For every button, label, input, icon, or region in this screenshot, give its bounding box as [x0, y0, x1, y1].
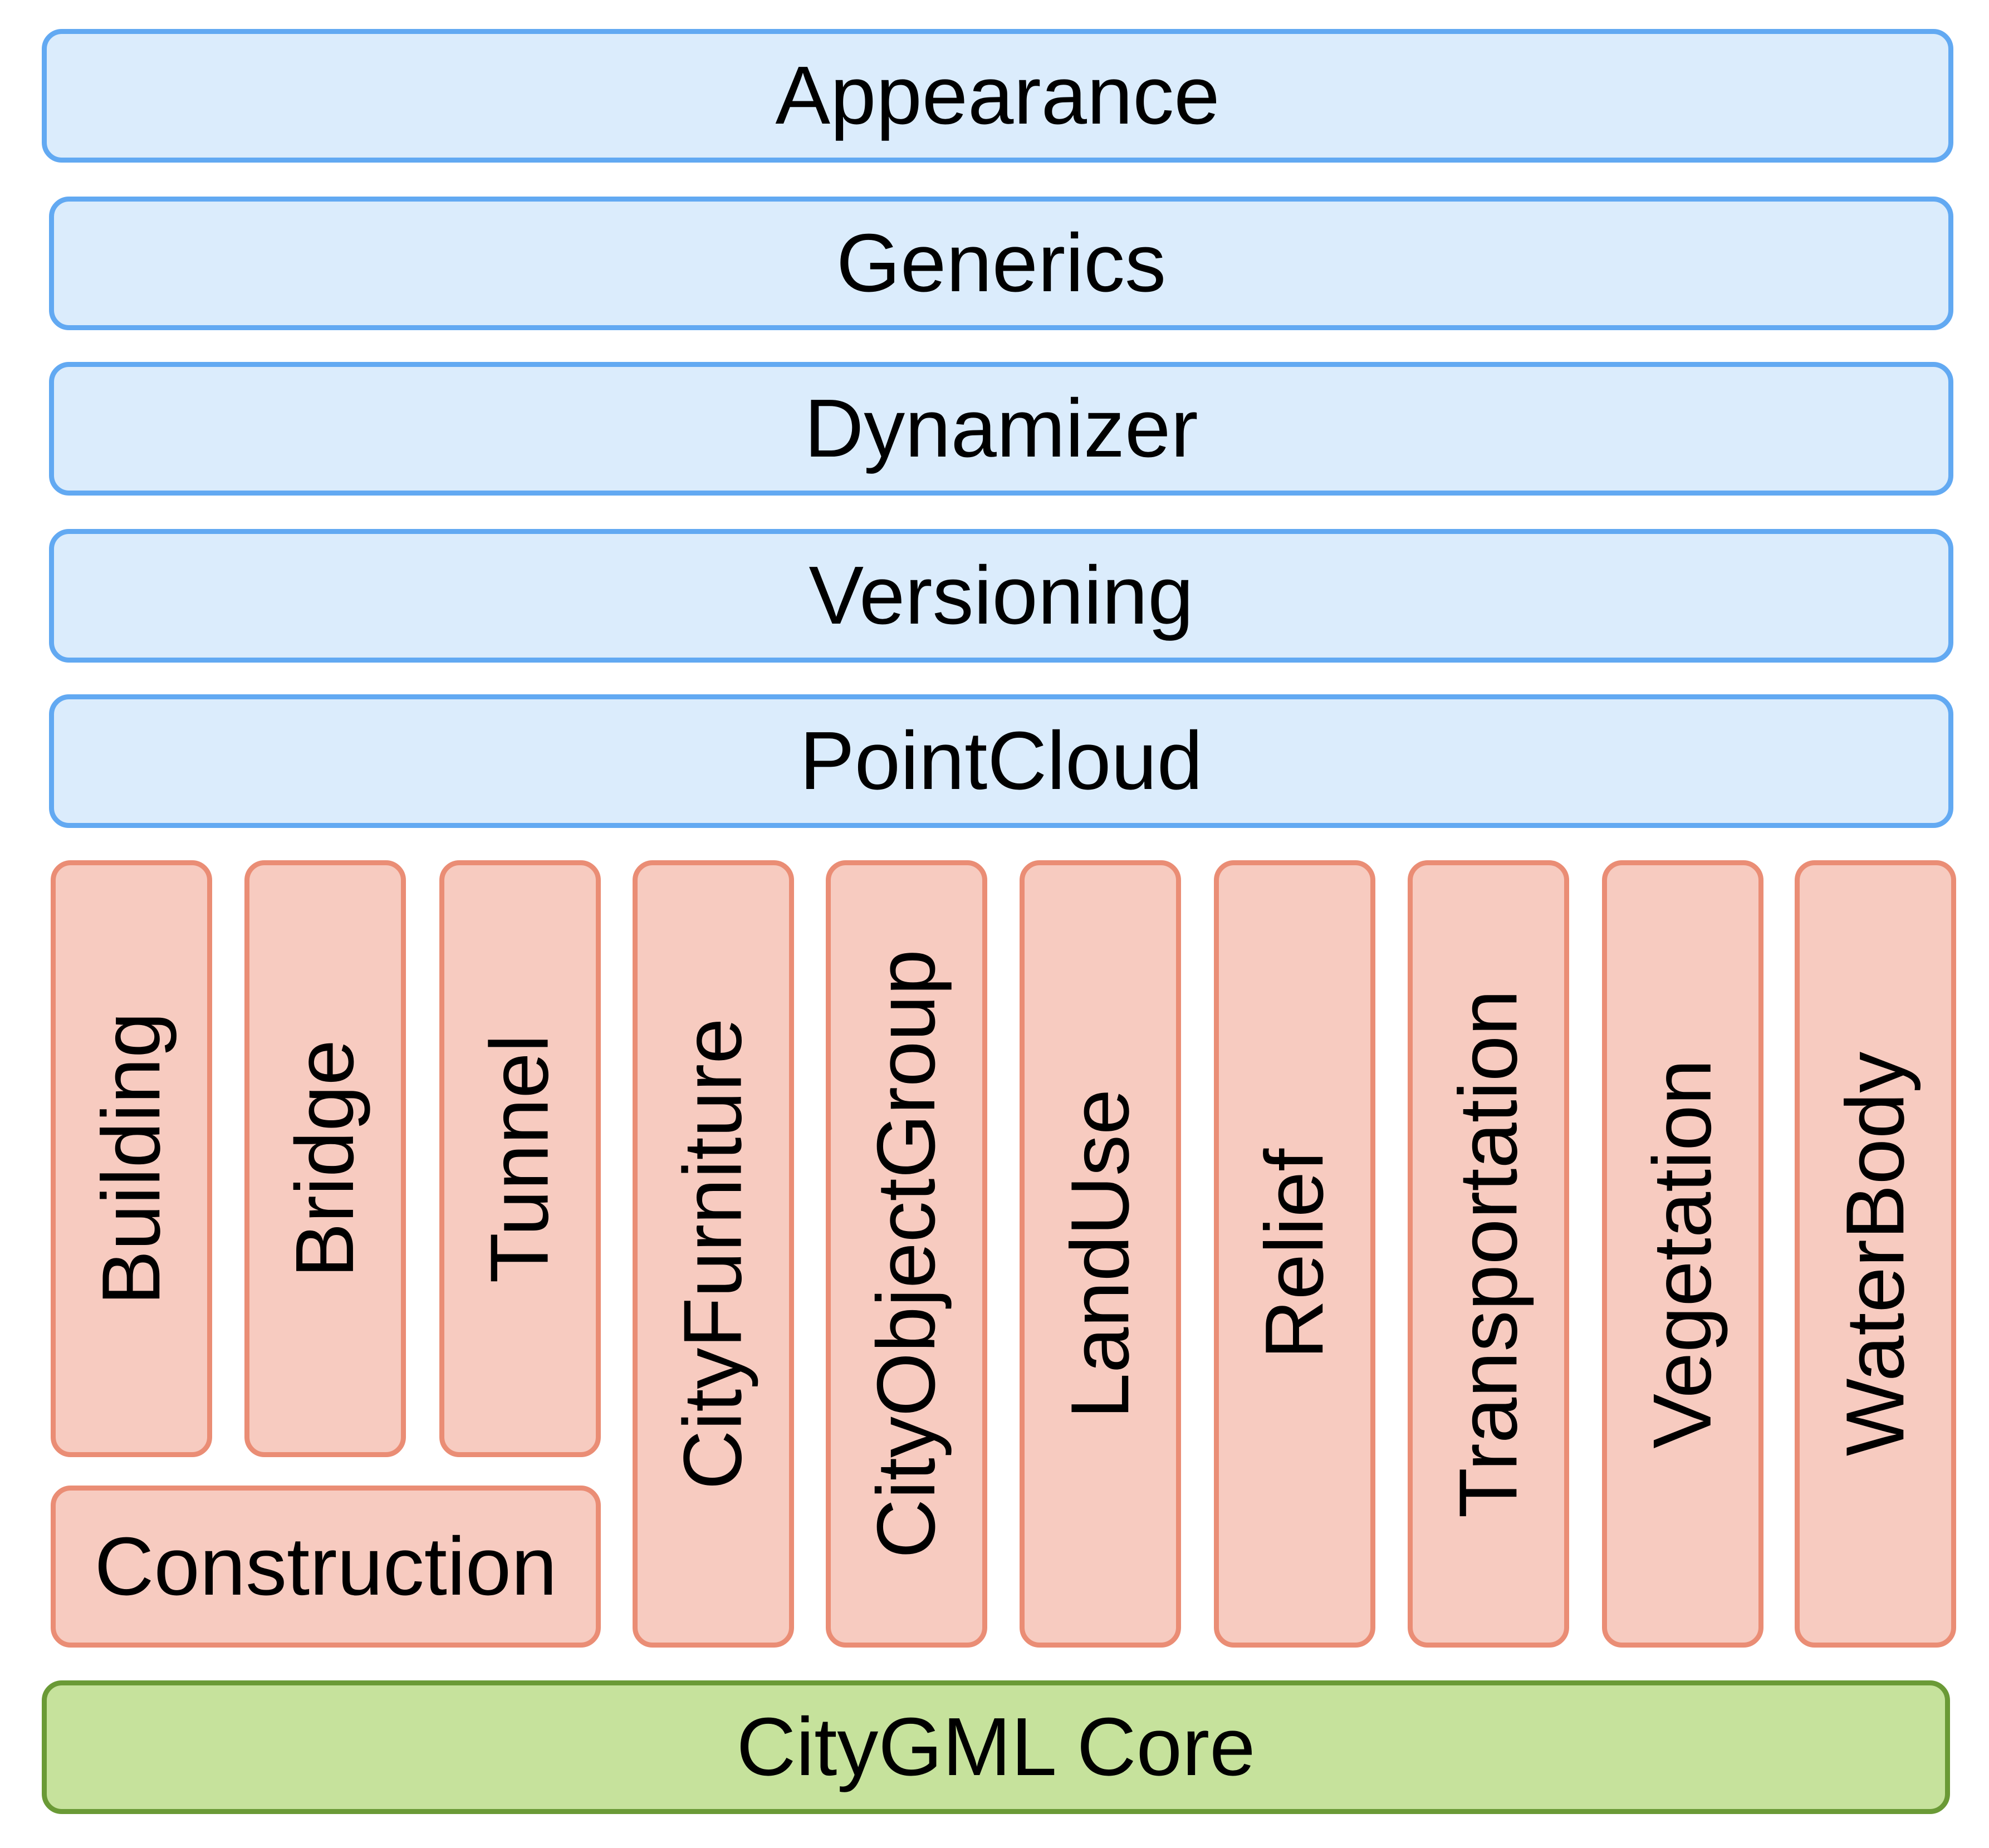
module-relief-label: Relief	[1248, 1148, 1341, 1360]
module-transportation-label: Transportation	[1442, 989, 1534, 1518]
module-cityfurniture-label: CityFurniture	[667, 1018, 760, 1490]
layer-appearance-label: Appearance	[775, 50, 1220, 141]
module-building-label: Building	[85, 1012, 178, 1306]
module-vegetation: Vegetation	[1602, 860, 1763, 1648]
module-relief: Relief	[1214, 860, 1375, 1648]
module-construction: Construction	[51, 1486, 601, 1648]
module-cityobjectgroup: CityObjectGroup	[826, 860, 987, 1648]
layer-pointcloud-label: PointCloud	[799, 715, 1203, 807]
layer-generics-label: Generics	[836, 217, 1167, 309]
layer-generics: Generics	[49, 197, 1953, 330]
module-vegetation-label: Vegetation	[1637, 1059, 1728, 1449]
module-landuse: LandUse	[1020, 860, 1181, 1648]
module-bridge-label: Bridge	[279, 1040, 371, 1278]
citygml-core: CityGML Core	[42, 1680, 1950, 1814]
module-landuse-label: LandUse	[1054, 1089, 1146, 1419]
module-cityfurniture: CityFurniture	[633, 860, 794, 1648]
module-building: Building	[51, 860, 212, 1457]
module-tunnel-label: Tunnel	[474, 1034, 566, 1283]
citygml-core-label: CityGML Core	[736, 1701, 1256, 1793]
module-waterbody-label: WaterBody	[1829, 1051, 1921, 1457]
layer-dynamizer-label: Dynamizer	[804, 383, 1198, 474]
module-bridge: Bridge	[244, 860, 406, 1457]
module-construction-label: Construction	[94, 1520, 557, 1612]
layer-versioning-label: Versioning	[809, 550, 1194, 641]
module-cityobjectgroup-label: CityObjectGroup	[860, 949, 952, 1558]
module-waterbody: WaterBody	[1795, 860, 1956, 1648]
layer-pointcloud: PointCloud	[49, 694, 1953, 828]
module-transportation: Transportation	[1408, 860, 1569, 1648]
module-tunnel: Tunnel	[439, 860, 601, 1457]
layer-versioning: Versioning	[49, 529, 1953, 663]
layer-dynamizer: Dynamizer	[49, 362, 1953, 496]
layer-appearance: Appearance	[42, 29, 1953, 163]
